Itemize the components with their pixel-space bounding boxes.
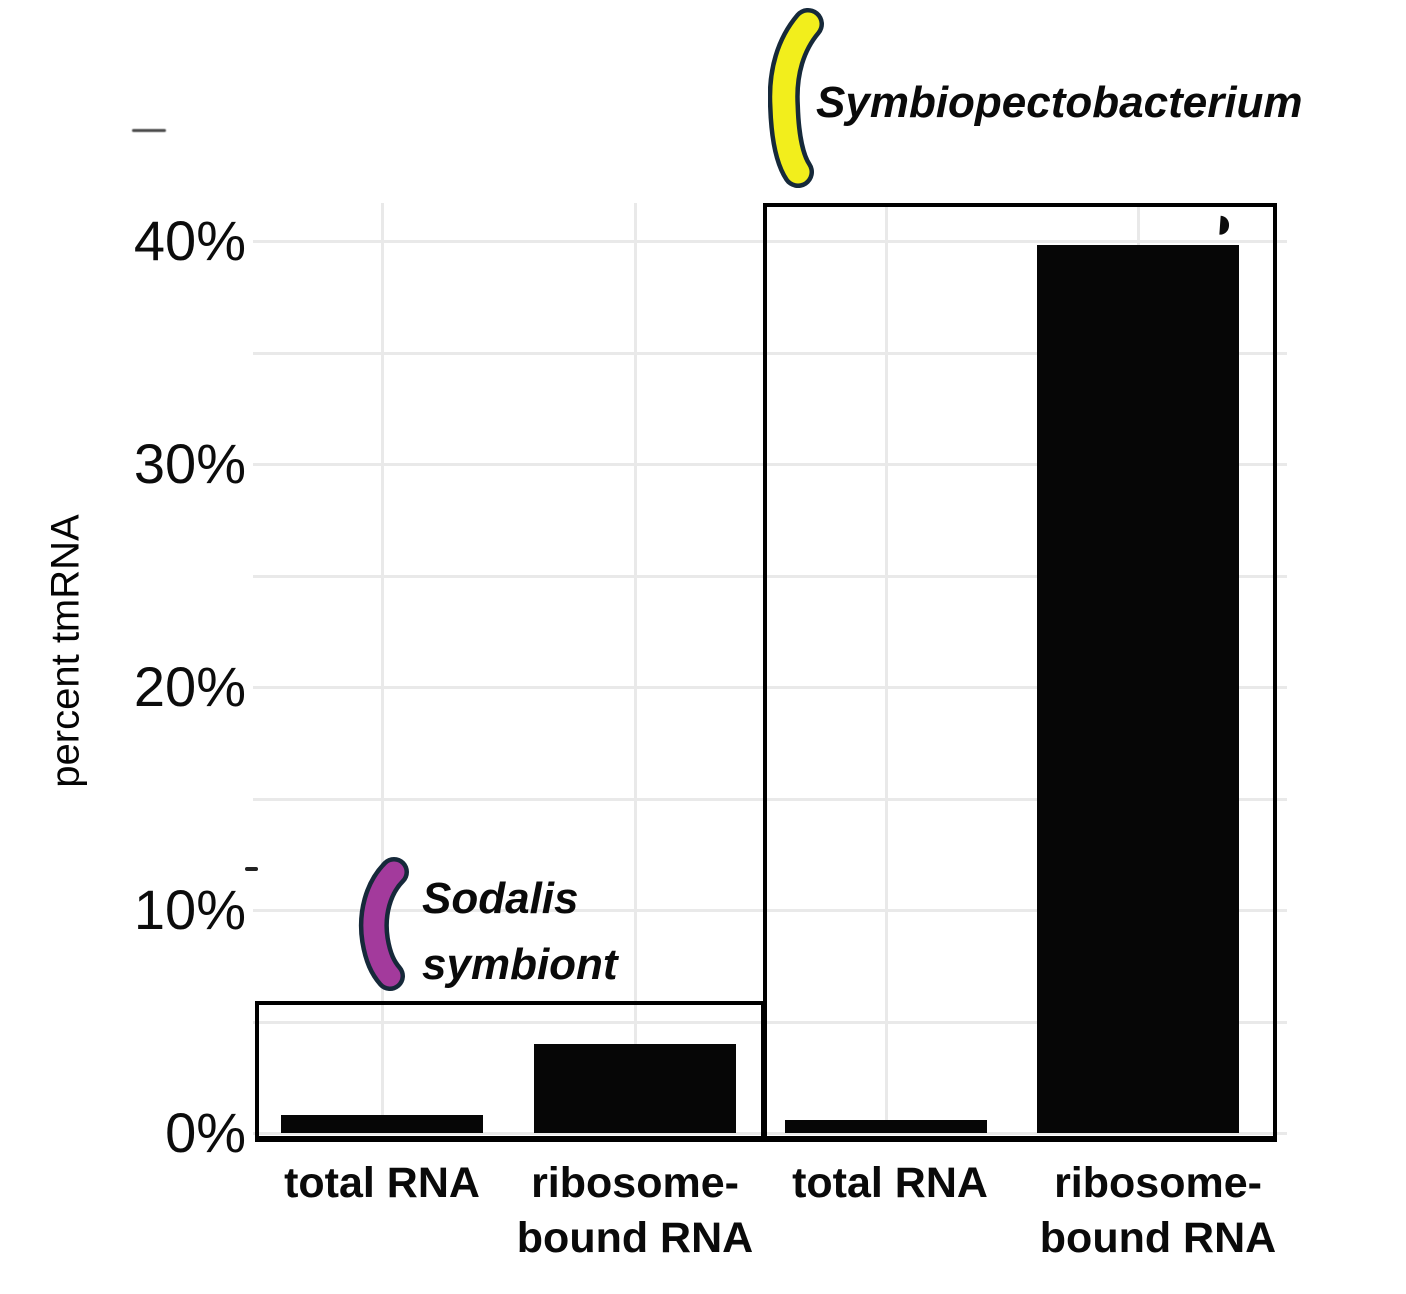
group-box-symbiopectobacterium [763, 203, 1277, 1142]
horizontal-gridline [253, 463, 1287, 466]
symbiopectobacterium-bacterium-icon [768, 8, 824, 188]
group-label-sodalis: Sodalis symbiont [422, 866, 618, 998]
group-label-sodalis-line1: Sodalis [422, 874, 579, 923]
y-tick-label: 40% [133, 209, 246, 272]
x-category-label: ribosome-bound RNA [988, 1156, 1328, 1266]
x-category-label-line: total RNA [284, 1159, 480, 1207]
symbiopectobacterium-icon-fill [772, 12, 820, 184]
horizontal-gridline [253, 575, 1287, 578]
x-category-label-line: bound RNA [1039, 1214, 1277, 1262]
x-category-label: ribosome-bound RNA [465, 1156, 805, 1266]
x-category-label: total RNA [720, 1156, 1060, 1211]
group-label-symbiopectobacterium: Symbiopectobacterium [816, 70, 1303, 136]
horizontal-gridline [253, 1021, 1287, 1024]
group-label-symbiopectobacterium-line1: Symbiopectobacterium [816, 78, 1303, 127]
vertical-gridline [381, 203, 384, 1133]
group-label-sodalis-line2: symbiont [422, 940, 618, 989]
stray-mark-dash-near-10pct [245, 867, 258, 871]
sodalis-icon-fill [363, 861, 405, 987]
bar [785, 1120, 987, 1133]
stray-mark-dash-top-left [132, 129, 166, 132]
y-tick-label: 20% [133, 655, 246, 718]
y-axis-title: percent tmRNA [43, 514, 88, 788]
horizontal-gridline [253, 798, 1287, 801]
x-category-label: total RNA [212, 1156, 552, 1211]
horizontal-gridline [253, 352, 1287, 355]
x-category-label-line: ribosome- [531, 1159, 739, 1207]
bar [1037, 245, 1239, 1133]
y-tick-label: 0% [165, 1101, 246, 1164]
sodalis-bacterium-icon [358, 857, 409, 991]
bar [281, 1115, 483, 1133]
vertical-gridline [885, 203, 888, 1133]
horizontal-gridline [253, 240, 1287, 243]
horizontal-gridline [253, 909, 1287, 912]
horizontal-gridline [253, 686, 1287, 689]
bar [534, 1044, 736, 1133]
y-tick-label: 10% [133, 878, 246, 941]
horizontal-gridline [253, 1132, 1287, 1135]
y-tick-label: 30% [133, 432, 246, 495]
x-category-label-line: total RNA [792, 1159, 988, 1207]
x-category-label-line: bound RNA [516, 1214, 754, 1262]
x-category-label-line: ribosome- [1054, 1159, 1262, 1207]
vertical-gridline [634, 203, 637, 1133]
